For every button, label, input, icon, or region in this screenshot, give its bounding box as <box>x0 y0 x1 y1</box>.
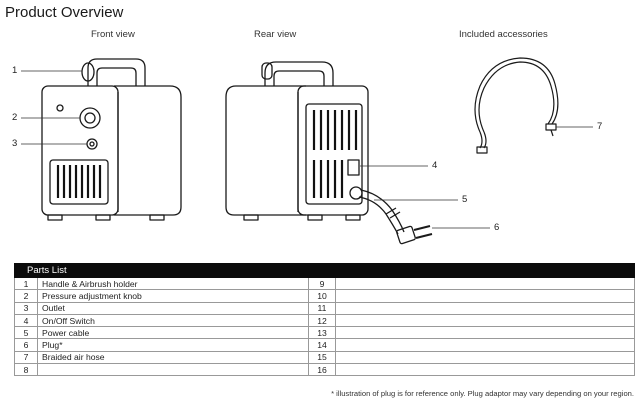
part-name <box>335 350 635 365</box>
part-name: Outlet <box>37 301 309 315</box>
callout-6: 6 <box>494 222 500 233</box>
callout-1: 1 <box>12 65 18 76</box>
part-number: 7 <box>14 350 38 365</box>
accessories-label: Included accessories <box>459 29 548 40</box>
table-row: 3 Outlet 11 <box>14 301 635 315</box>
table-row: 7 Braided air hose 15 <box>14 350 635 365</box>
table-row: 1 Handle & Airbrush holder 9 <box>14 276 635 291</box>
part-name <box>335 276 635 291</box>
part-number: 12 <box>308 313 336 328</box>
callout-3: 3 <box>12 138 18 149</box>
plug <box>396 225 416 245</box>
table-row: 5 Power cable 13 <box>14 326 635 340</box>
product-illustration <box>21 57 593 245</box>
rear-view-label: Rear view <box>254 29 297 40</box>
page-title: Product Overview <box>5 4 124 21</box>
outlet <box>86 138 98 150</box>
plug-footnote: * illustration of plug is for reference … <box>331 389 634 398</box>
callout-4: 4 <box>432 160 438 171</box>
callout-5: 5 <box>462 194 468 205</box>
front-view-unit <box>41 58 182 221</box>
part-name <box>335 338 635 352</box>
rear-panel <box>297 85 369 216</box>
callout-7: 7 <box>597 121 603 132</box>
front-view-label: Front view <box>91 29 135 40</box>
parts-list-header: Parts List <box>14 263 635 278</box>
part-number: 2 <box>14 289 38 303</box>
part-name: Braided air hose <box>37 350 309 365</box>
part-number: 6 <box>14 338 38 352</box>
part-number: 5 <box>14 326 38 340</box>
part-name: Power cable <box>37 326 309 340</box>
part-number: 8 <box>14 363 38 377</box>
rear-view-unit <box>225 61 433 245</box>
on-off-switch <box>347 159 360 176</box>
front-panel <box>41 85 119 216</box>
airbrush-holder <box>81 62 95 82</box>
braided-air-hose <box>474 57 559 154</box>
part-number: 4 <box>14 313 38 328</box>
part-number: 1 <box>14 276 38 291</box>
part-number: 13 <box>308 326 336 340</box>
part-name: Handle & Airbrush holder <box>37 276 309 291</box>
front-vents <box>49 159 109 205</box>
table-row: 4 On/Off Switch 12 <box>14 313 635 328</box>
part-name: Plug* <box>37 338 309 352</box>
parts-list-table: Parts List 1 Handle & Airbrush holder 9 … <box>14 263 635 377</box>
part-name: Pressure adjustment knob <box>37 289 309 303</box>
part-number: 15 <box>308 350 336 365</box>
callout-2: 2 <box>12 112 18 123</box>
table-row: 8 16 <box>14 363 635 377</box>
part-number: 16 <box>308 363 336 377</box>
part-name <box>335 289 635 303</box>
part-name <box>335 301 635 315</box>
table-row: 6 Plug* 14 <box>14 338 635 352</box>
part-name <box>37 363 309 377</box>
parts-list-header-row: Parts List <box>14 263 635 278</box>
part-name <box>335 313 635 328</box>
part-number: 11 <box>308 301 336 315</box>
part-name: On/Off Switch <box>37 313 309 328</box>
part-number: 9 <box>308 276 336 291</box>
part-number: 14 <box>308 338 336 352</box>
part-number: 3 <box>14 301 38 315</box>
table-row: 2 Pressure adjustment knob 10 <box>14 289 635 303</box>
part-number: 10 <box>308 289 336 303</box>
part-name <box>335 326 635 340</box>
part-name <box>335 363 635 377</box>
pressure-knob <box>79 107 101 129</box>
